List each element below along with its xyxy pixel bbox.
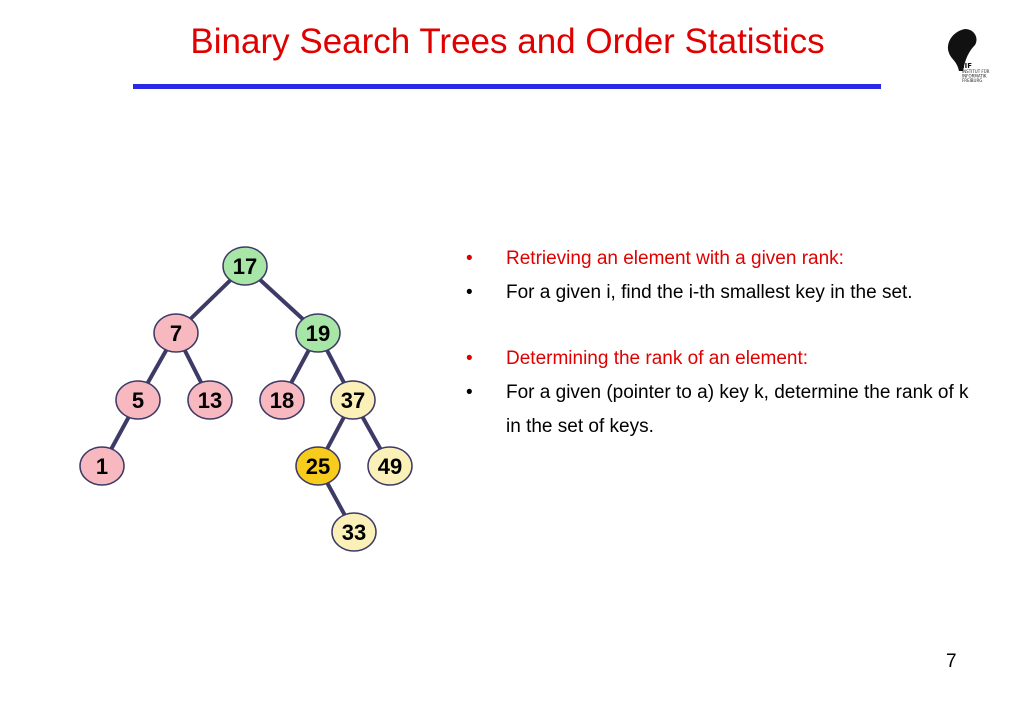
bullet-marker: • <box>466 282 473 303</box>
bullet-rank-of-k: • For a given (pointer to a) key k, dete… <box>462 376 982 444</box>
tree-node-circle <box>79 446 125 486</box>
bullet-text: For a given i, find the i-th smallest ke… <box>506 282 913 303</box>
tree-node-circle <box>259 380 305 420</box>
tree-node-label: 17 <box>233 254 257 279</box>
tree-node-label: 18 <box>270 388 294 413</box>
tree-nodes: 17 7 19 5 13 18 37 1 25 49 33 <box>79 246 413 552</box>
bullet-text: For a given (pointer to a) key k, determ… <box>506 382 969 437</box>
tree-node-label: 13 <box>198 388 222 413</box>
bullet-marker: • <box>466 248 473 269</box>
tree-node-label: 49 <box>378 454 402 479</box>
bullet-text: Retrieving an element with a given rank: <box>506 248 844 269</box>
logo-line-2: INFORMATIK <box>962 74 987 79</box>
tree-node-33: 33 <box>331 512 377 552</box>
tree-node-label: 33 <box>342 520 366 545</box>
tree-node-label: 5 <box>132 388 144 413</box>
tree-node-circle <box>367 446 413 486</box>
bullet-find-ith: • For a given i, find the i-th smallest … <box>462 276 982 310</box>
tree-node-5: 5 <box>115 380 161 420</box>
tree-node-circle <box>187 380 233 420</box>
tree-node-18: 18 <box>259 380 305 420</box>
tree-node-circle <box>115 380 161 420</box>
tree-node-circle <box>295 446 341 486</box>
bullet-marker: • <box>466 348 473 369</box>
iif-freiburg-logo-icon: IIF INSTITUT FÜR INFORMATIK FREIBURG <box>947 29 990 83</box>
bullet-determine-rank: • Determining the rank of an element: <box>462 342 982 376</box>
tree-node-19: 19 <box>295 313 341 353</box>
tree-node-37: 37 <box>330 380 376 420</box>
tree-node-circle <box>330 380 376 420</box>
tree-node-label: 25 <box>306 454 330 479</box>
bullet-text: Determining the rank of an element: <box>506 348 809 369</box>
tree-node-1: 1 <box>79 446 125 486</box>
page-number: 7 <box>946 651 957 672</box>
tree-node-circle <box>153 313 199 353</box>
tree-node-label: 19 <box>306 321 330 346</box>
logo-line-3: FREIBURG <box>962 78 982 83</box>
bullet-list: • Retrieving an element with a given ran… <box>462 242 982 444</box>
tree-node-circle <box>222 246 268 286</box>
tree-node-label: 7 <box>170 321 182 346</box>
tree-node-25: 25 <box>295 446 341 486</box>
logo-brand: IIF <box>962 62 972 70</box>
tree-node-7: 7 <box>153 313 199 353</box>
tree-node-circle <box>331 512 377 552</box>
title-underline <box>133 84 881 89</box>
tree-node-circle <box>295 313 341 353</box>
bullet-retrieve-rank: • Retrieving an element with a given ran… <box>462 242 982 276</box>
bullet-marker: • <box>466 382 473 403</box>
tree-node-49: 49 <box>367 446 413 486</box>
slide-title: Binary Search Trees and Order Statistics <box>190 22 825 61</box>
tree-node-17: 17 <box>222 246 268 286</box>
tree-node-label: 1 <box>96 454 108 479</box>
tree-node-label: 37 <box>341 388 365 413</box>
logo-line-1: INSTITUT FÜR <box>962 69 990 74</box>
tree-node-13: 13 <box>187 380 233 420</box>
